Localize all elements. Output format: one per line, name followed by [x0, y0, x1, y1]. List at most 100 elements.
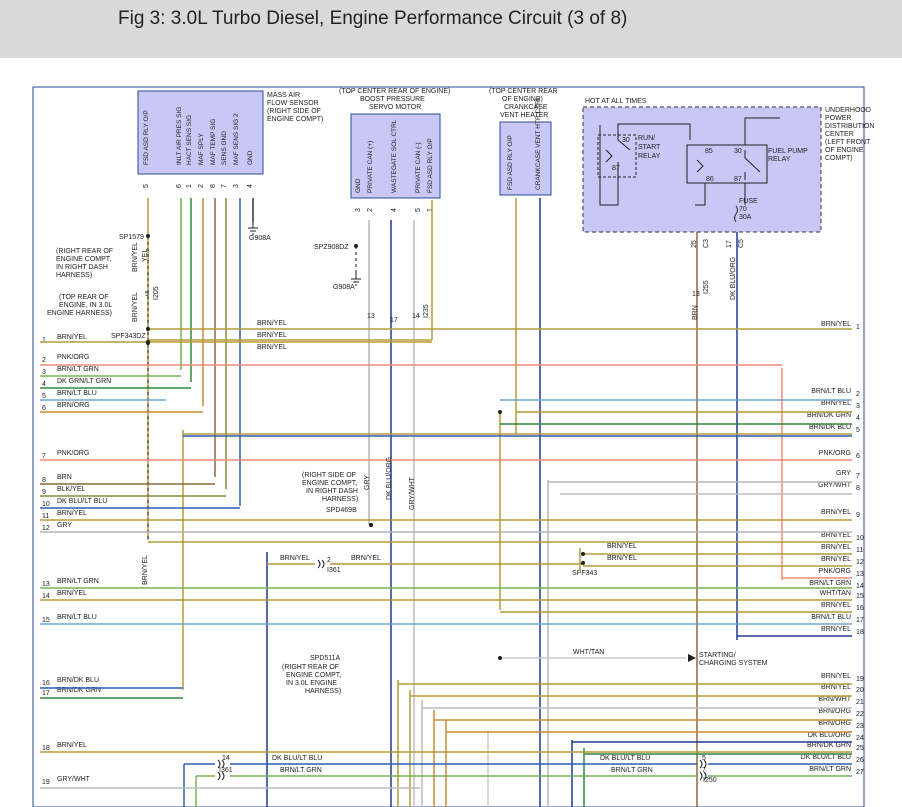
maf-pin-label: MAF TEMP SIG	[210, 119, 217, 165]
pdc-pin-num: 17	[726, 240, 733, 248]
ground-g908a: G908A	[249, 235, 271, 242]
fuel-pump-label: RELAY	[768, 156, 791, 163]
crank-pin-label: CRANKCASE VENT HTR CTRL	[535, 96, 542, 190]
note-line: ENGINE, IN 3.0L	[59, 302, 112, 309]
right-row-num: 25	[856, 745, 864, 752]
right-row-num: 23	[856, 723, 864, 730]
boost-connector	[350, 113, 441, 199]
right-row-num: 24	[856, 735, 864, 742]
wire-label: BRN/YEL	[142, 555, 149, 585]
wire-label: BRN/LT GRN	[611, 767, 653, 774]
crank-label-line: VENT HEATER	[500, 112, 548, 119]
pdc-connector: C3	[703, 239, 710, 248]
inline-connector-symbol	[217, 771, 225, 781]
left-row-num: 3	[42, 369, 46, 376]
wire-label: BRN/YEL	[351, 555, 381, 562]
left-row-num: 11	[42, 513, 49, 520]
right-row-num: 13	[856, 571, 864, 578]
page-title: Fig 3: 3.0L Turbo Diesel, Engine Perform…	[118, 8, 628, 29]
boost-pin-num: 4	[391, 208, 398, 212]
maf-pin-label: SENS GND	[221, 131, 228, 165]
right-row-label: WHT/TAN	[820, 590, 851, 597]
fuel-pump-coil	[696, 150, 761, 180]
left-row-label: DK BLU/LT BLU	[57, 498, 107, 505]
right-row-label: BRN/YEL	[821, 509, 851, 516]
note-line: ENGINE COMPT,	[56, 256, 111, 263]
left-row-label: BRN/YEL	[57, 510, 87, 517]
pdc-label: UNDERHOOD POWER DISTRIBUTION CENTER (LEF…	[825, 107, 874, 162]
maf-pin-num: 4	[247, 184, 254, 188]
left-row-label: BRN	[57, 474, 72, 481]
left-row-label: PNK/ORG	[57, 354, 89, 361]
relay-pin: 87	[612, 165, 620, 172]
hot-label: HOT AT ALL TIMES	[585, 98, 647, 105]
starting-arrow	[688, 654, 696, 662]
pdc-label-line: CENTER	[825, 131, 854, 138]
left-row-num: 2	[42, 357, 46, 364]
note-line: ENGINE COMPT,	[286, 672, 341, 679]
right-row-label: BRN/YEL	[821, 684, 851, 691]
note-line: IN RIGHT DASH	[306, 488, 358, 495]
connector-ref: I205	[153, 286, 160, 300]
splice-spd469b: SPD469B	[326, 507, 357, 514]
right-row-label: BRN/LT GRN	[809, 580, 851, 587]
splice-dot	[498, 410, 502, 414]
left-row-label: BRN/YEL	[57, 590, 87, 597]
wire-label: BRN/YEL	[607, 543, 637, 550]
left-row-num: 9	[42, 489, 46, 496]
wire-label: BRN/YEL	[257, 320, 287, 327]
right-row-num: 19	[856, 676, 864, 683]
left-row-num: 15	[42, 617, 50, 624]
right-row-label: BRN/YEL	[821, 321, 851, 328]
right-row-num: 3	[856, 403, 860, 410]
left-row-label: DK GRN/LT GRN	[57, 378, 111, 385]
fuse-label: 70	[739, 206, 747, 213]
right-row-num: 16	[856, 605, 864, 612]
right-row-num: 21	[856, 699, 864, 706]
right-row-label: BRN/DK GRN	[807, 412, 851, 419]
connector-ref: I255	[703, 280, 710, 294]
right-row-label: BRN/YEL	[821, 626, 851, 633]
boost-pin-label: PRIVATE CAN (-)	[415, 142, 422, 193]
right-row-num: 5	[856, 427, 860, 434]
maf-pin-label: GND	[247, 150, 254, 165]
starting-label: STARTING/	[699, 652, 736, 659]
right-row-num: 6	[856, 453, 860, 460]
relay-pin: 30	[734, 148, 742, 155]
right-row-label: DK BLU/LT BLU	[801, 754, 851, 761]
fuse-label: FUSE	[739, 198, 758, 205]
splice-dot	[146, 234, 150, 238]
run-start-label: RUN/	[638, 135, 655, 142]
crank-pin-label: FSD ASD RLY O/P	[507, 135, 514, 190]
splice-spd511a: SPD511A	[310, 655, 341, 662]
left-row-label: BRN/LT BLU	[57, 614, 97, 621]
maf-pin-num: 3	[233, 184, 240, 188]
left-row-num: 13	[42, 581, 50, 588]
diagram-frame	[32, 86, 865, 807]
pdc-box	[582, 106, 822, 233]
fuel-pump-label: FUEL PUMP	[768, 148, 808, 155]
inline-num: 17	[390, 317, 398, 324]
note-line: ENGINE HARNESS)	[47, 310, 112, 317]
left-row-label: BRN/LT GRN	[57, 366, 99, 373]
right-row-num: 1	[856, 324, 860, 331]
left-row-num: 18	[42, 745, 50, 752]
run-start-label: START	[638, 144, 661, 151]
splice-spf343: SPF343	[572, 570, 597, 577]
connector-ref: I361	[327, 567, 341, 574]
relay-pin: 30	[622, 137, 630, 144]
boost-pin-num: 1	[427, 208, 434, 212]
wire-label: BRN/YEL	[280, 555, 310, 562]
right-row-num: 8	[856, 485, 860, 492]
starting-label: CHARGING SYSTEM	[699, 660, 768, 667]
right-row-label: GRY	[836, 470, 851, 477]
left-row-num: 17	[42, 690, 50, 697]
note-line: ENGINE COMPT,	[302, 480, 357, 487]
fuse-label: 30A	[739, 214, 752, 221]
right-row-num: 18	[856, 629, 864, 636]
boost-label-line: SERVO MOTOR	[369, 104, 421, 111]
left-row-label: PNK/ORG	[57, 450, 89, 457]
boost-pin-label: PRIVATE CAN (+)	[367, 141, 374, 193]
